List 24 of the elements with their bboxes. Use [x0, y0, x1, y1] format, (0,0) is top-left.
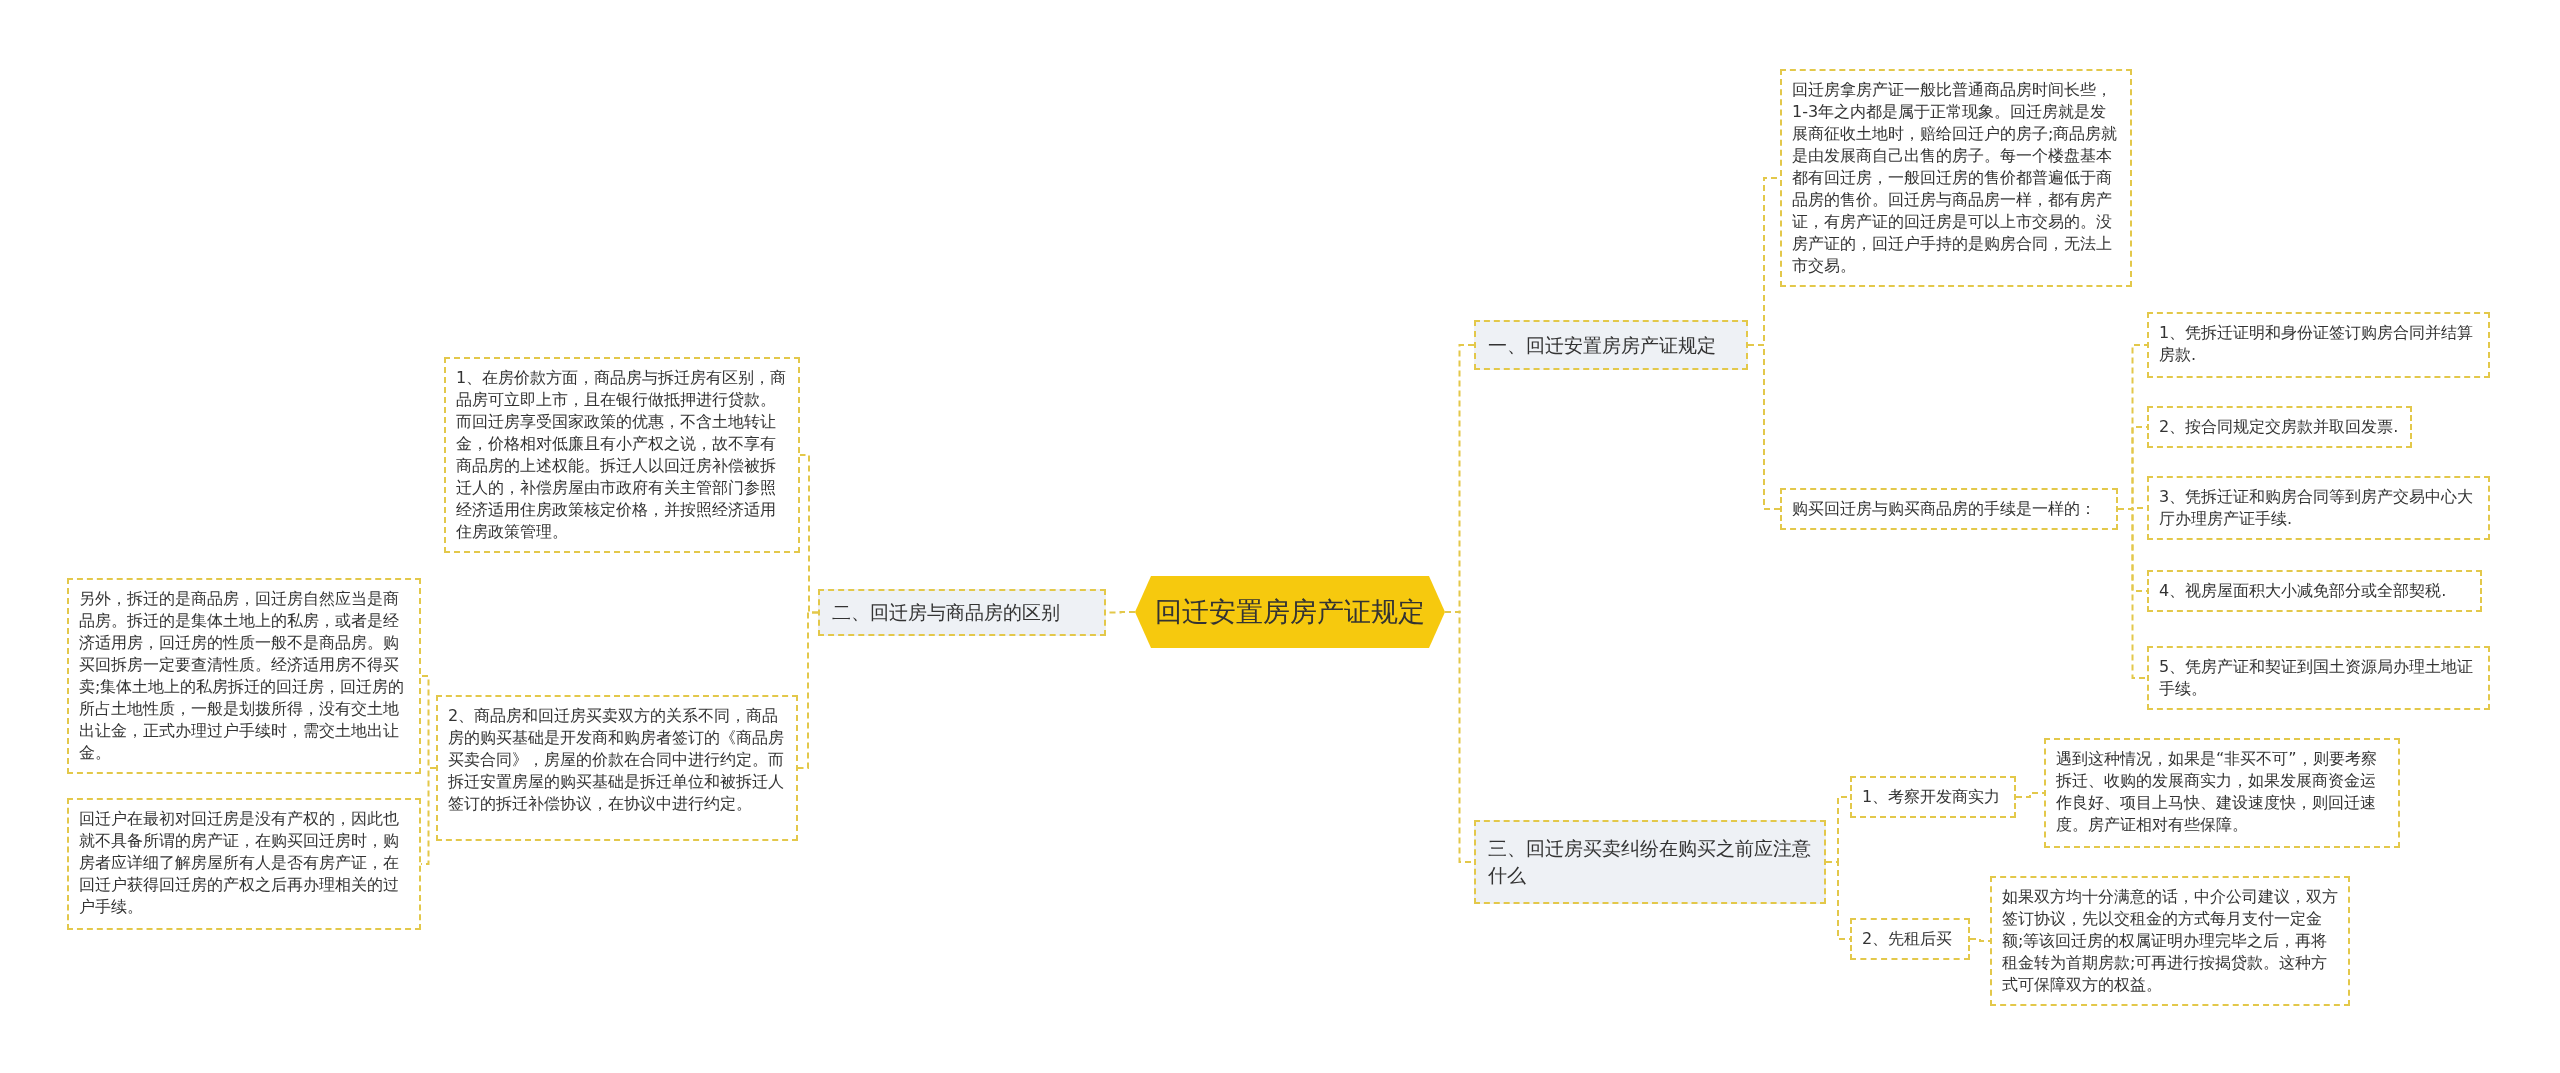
topic-box: 三、回迁房买卖纠纷在购买之前应注意什么 [1474, 820, 1826, 904]
text-box: 回迁户在最初对回迁房是没有产权的，因此也就不具备所谓的房产证，在购买回迁房时，购房者应详细了解房屋所有人是否有房产证，在回迁户获得回迁房的产权之后再办理相关的过户手续。 [67, 798, 421, 930]
text-box: 1、考察开发商实力 [1850, 776, 2016, 818]
text-box: 2、按合同规定交房款并取回发票. [2147, 406, 2412, 448]
text-box: 另外，拆迁的是商品房，回迁房自然应当是商品房。拆迁的是集体土地上的私房，或者是经济适用房，回迁房的性质一般不是商品房。购买回拆房一定要查清性质。经济适用房不得买卖;集体土地上的私房拆迁的回迁房，回迁房的所占土地性质，一般是划拨所得，没有交土地出让金，正式办理过户手续时，需交土地出让金。 [67, 578, 421, 774]
connector-line [2117, 508, 2148, 679]
connector-line [2015, 792, 2045, 798]
text-box: 1、凭拆迁证明和身份证签订购房合同并结算房款. [2147, 312, 2490, 378]
text-box: 4、视房屋面积大小减免部分或全部契税. [2147, 570, 2482, 612]
text-box: 如果双方均十分满意的话，中介公司建议，双方签订协议，先以交租金的方式每月支付一定金额;等该回迁房的权属证明办理完毕之后，再将租金转为首期房款;可再进行按揭贷款。这种方式可保障双方的权益。 [1990, 876, 2350, 1006]
central-topic-text: 回迁安置房房产证规定 [1155, 595, 1425, 629]
connector-line [1969, 938, 1991, 942]
topic-box: 一、回迁安置房房产证规定 [1474, 320, 1748, 370]
text-box: 回迁房拿房产证一般比普通商品房时间长些，1-3年之内都是属于正常现象。回迁房就是发展商征收土地时，赔给回迁户的房子;商品房就是由发展商自己出售的房子。每一个楼盘基本都有回迁房，一般回迁房的售价都普遍低于商品房的售价。回迁房与商品房一样，都有房产证，有房产证的回迁房是可以上市交易的。没房产证的，回迁户手持的是购房合同，无法上市交易。 [1780, 69, 2132, 287]
text-box: 2、先租后买 [1850, 918, 1970, 960]
text-box: 1、在房价款方面，商品房与拆迁房有区别，商品房可立即上市，且在银行做抵押进行贷款。而回迁房享受国家政策的优惠，不含土地转让金，价格相对低廉且有小产权之说，故不享有商品房的上述权能。拆迁人以回迁房补偿被拆迁人的，补偿房屋由市政府有关主管部门参照经济适用住房政策核定价格，并按照经济适用住房政策管理。 [444, 357, 800, 553]
text-box: 5、凭房产证和契证到国土资源局办理土地证手续。 [2147, 646, 2490, 710]
text-box: 2、商品房和回迁房买卖双方的关系不同，商品房的购买基础是开发商和购房者签订的《商品房买卖合同》，房屋的价款在合同中进行约定。而拆迁安置房屋的购买基础是拆迁单位和被拆迁人签订的拆迁补偿协议，在协议中进行约定。 [436, 695, 798, 841]
connector-line [1747, 344, 1781, 510]
topic-box: 二、回迁房与商品房的区别 [818, 589, 1106, 636]
text-box: 遇到这种情况，如果是“非买不可”，则要考察拆迁、收购的发展商实力，如果发展商资金运作良好、项目上马快、建设速度快，则回迁速度。房产证相对有些保障。 [2044, 738, 2400, 848]
text-box: 购买回迁房与购买商品房的手续是一样的： [1780, 488, 2118, 530]
connector-line [797, 611, 819, 769]
text-box: 3、凭拆迁证和购房合同等到房产交易中心大厅办理房产证手续. [2147, 476, 2490, 540]
